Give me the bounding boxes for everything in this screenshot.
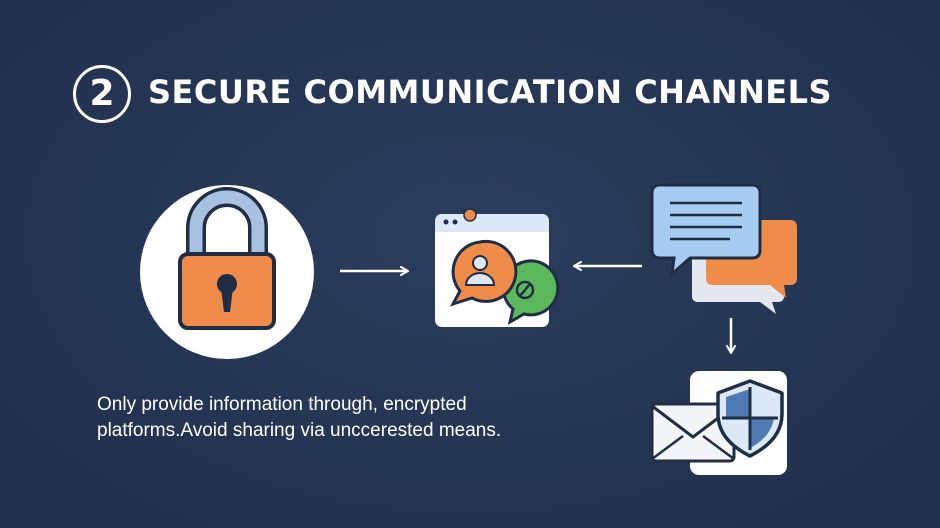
caption-text: Only provide information through, encryp… [97, 394, 502, 441]
secure-chat-window-icon [435, 208, 560, 327]
padlock-icon [140, 185, 314, 359]
slide-title: SECURE COMMUNICATION CHANNELS [148, 73, 833, 111]
step-number-badge: 2 [73, 65, 131, 123]
message-bubbles-icon [650, 183, 797, 314]
shielded-email-icon [650, 371, 787, 475]
